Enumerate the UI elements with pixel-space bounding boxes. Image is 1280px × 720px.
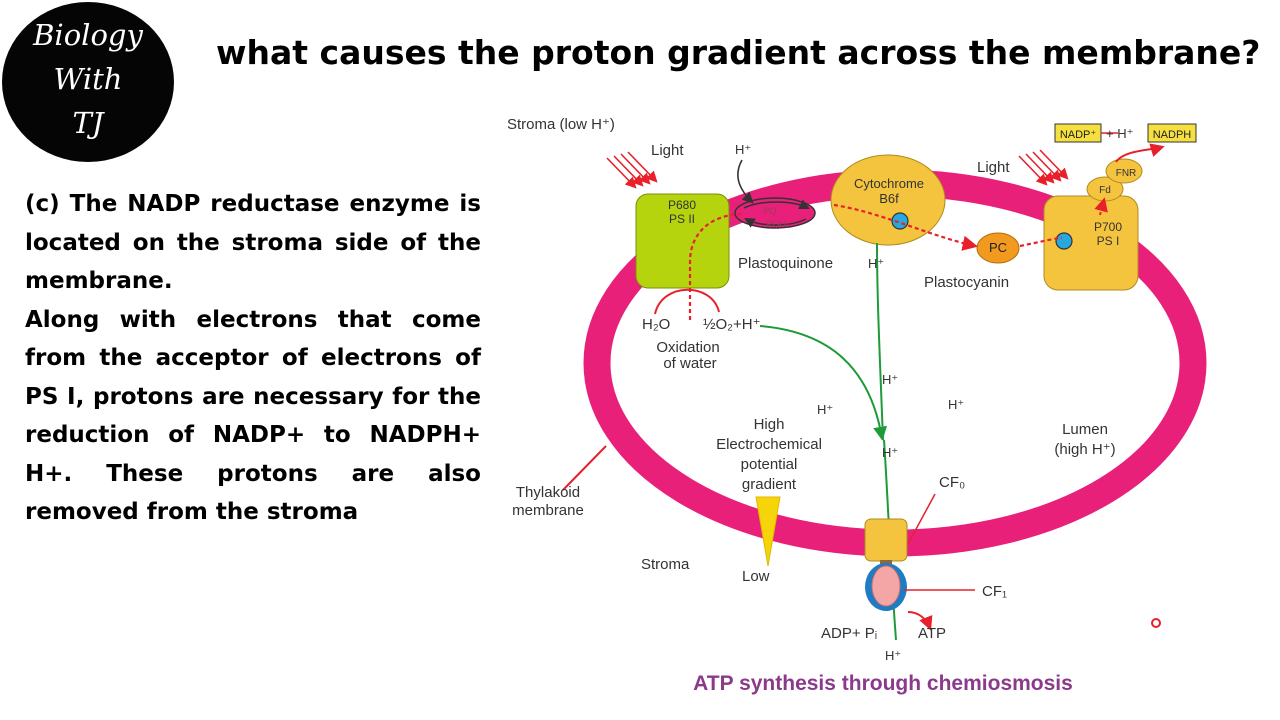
logo-line-2: With <box>53 62 123 96</box>
label-h-plus-lumen-2: H⁺ <box>817 402 833 417</box>
label-gradient: gradient <box>742 476 797 493</box>
electron-path-ps1-fd <box>1094 197 1108 216</box>
biology-with-tj-logo: Biology With TJ <box>2 2 174 162</box>
label-high: High <box>754 416 785 433</box>
label-stroma-low-h: Stroma (low H⁺) <box>507 116 615 133</box>
label-h-plus-stroma: H⁺ <box>735 142 751 157</box>
label-cf0: CF₀ <box>939 474 965 491</box>
electron-path-cyt-pc <box>833 203 979 251</box>
label-ps1: PS I <box>1097 234 1120 248</box>
label-electrochemical: Electrochemical <box>716 436 822 453</box>
label-membrane: membrane <box>512 502 584 519</box>
label-nadph: NADPH <box>1153 129 1192 141</box>
label-adp-pi: ADP+ Pᵢ <box>821 625 877 642</box>
label-h-plus-stroma-out: H⁺ <box>885 648 901 663</box>
fnr-enzyme <box>1105 158 1143 184</box>
label-oxidation: Oxidation <box>656 339 719 356</box>
cytochrome-b6f <box>830 154 946 246</box>
label-of-water: of water <box>663 355 716 372</box>
thylakoid-pointer-line <box>562 445 607 491</box>
label-plastoquinone: Plastoquinone <box>738 255 833 272</box>
explanation-paragraph-1: (c) The NADP reductase enzyme is located… <box>25 191 481 294</box>
label-h-plus-lumen-3: H⁺ <box>948 397 964 412</box>
label-h-plus-cytochrome: H⁺ <box>868 256 884 271</box>
label-atp: ATP <box>918 625 946 642</box>
label-light-ps2: Light <box>651 142 684 159</box>
label-fnr: FNR <box>1116 168 1137 179</box>
cf0-pointer-line <box>907 493 936 545</box>
proton-path-from-water <box>759 325 888 441</box>
pointer-dot-icon <box>1151 618 1161 628</box>
label-p700: P700 <box>1094 220 1122 234</box>
label-h2o: H₂O <box>642 316 670 333</box>
water-oxidation-arc <box>654 288 720 315</box>
label-cf1: CF₁ <box>982 583 1007 600</box>
label-ps2: PS II <box>669 212 695 226</box>
ps1-reaction-center <box>1055 232 1073 250</box>
nadph-formation-arrow <box>1115 143 1165 163</box>
light-arrows-ps2 <box>606 151 658 189</box>
light-arrows-ps1 <box>1018 149 1069 186</box>
label-thylakoid: Thylakoid <box>516 484 580 501</box>
label-p680: P680 <box>668 198 696 212</box>
proton-path-from-cytochrome <box>876 242 884 441</box>
label-pq: PQ <box>763 206 776 216</box>
label-plastocyanin: Plastocyanin <box>924 274 1009 291</box>
atp-production-arrow <box>907 611 933 631</box>
label-half-o2: ½O₂+H⁺ <box>703 316 761 333</box>
label-stroma: Stroma <box>641 556 690 573</box>
slide-title: what causes the proton gradient across t… <box>216 33 1261 72</box>
electron-path-ps2-pq <box>688 212 745 320</box>
label-b6f: B6f <box>879 191 899 206</box>
gradient-arrow-icon <box>755 496 781 567</box>
label-nadp: NADP⁺ <box>1060 129 1097 141</box>
label-pqh2: PQH₂ <box>767 219 791 229</box>
nadph-box <box>1147 123 1197 143</box>
logo-line-3: TJ <box>72 106 104 140</box>
label-cytochrome: Cytochrome <box>854 176 924 191</box>
photosystem-2 <box>635 193 730 289</box>
proton-into-pq-arrow <box>737 159 754 204</box>
label-lumen: Lumen <box>1062 421 1108 438</box>
label-lumen-high-h: (high H⁺) <box>1054 441 1115 458</box>
label-plus-h: + H⁺ <box>1106 126 1133 141</box>
label-pc: PC <box>989 240 1007 255</box>
explanation-paragraph-2: Along with electrons that come from the … <box>25 306 481 526</box>
label-low: Low <box>742 568 770 585</box>
cf0-subunit <box>864 518 908 562</box>
label-potential: potential <box>741 456 798 473</box>
label-fd: Fd <box>1099 185 1111 196</box>
label-h-plus-lumen-4: H⁺ <box>882 445 898 460</box>
diagram-caption: ATP synthesis through chemiosmosis <box>693 672 1073 695</box>
explanation-text: (c) The NADP reductase enzyme is located… <box>25 185 481 532</box>
label-light-ps1: Light <box>977 159 1010 176</box>
label-h-plus-lumen-1: H⁺ <box>882 372 898 387</box>
logo-line-1: Biology <box>33 18 143 52</box>
cytochrome-heme <box>891 212 909 230</box>
cf1-core <box>871 565 901 607</box>
